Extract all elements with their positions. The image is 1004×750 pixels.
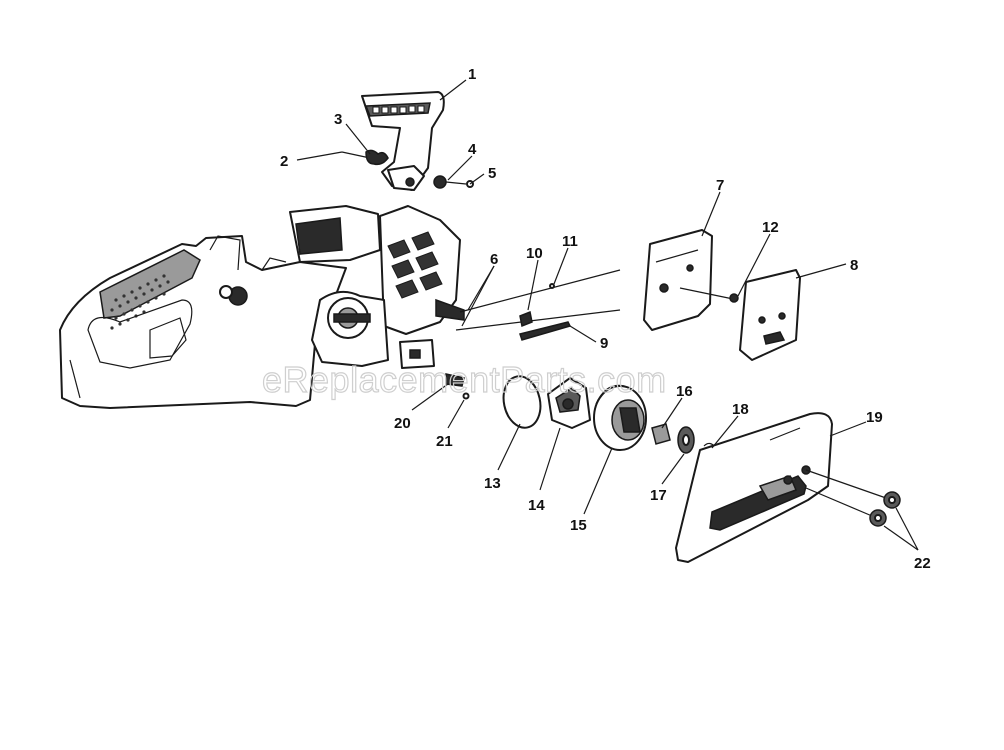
sprocket-drum bbox=[593, 384, 647, 451]
clutch-cover bbox=[675, 412, 833, 563]
guard-screw bbox=[433, 175, 474, 189]
callout-2: 2 bbox=[280, 153, 288, 170]
bar-plate-inner bbox=[643, 229, 713, 331]
callout-7: 7 bbox=[716, 177, 724, 194]
watermark: eReplacementParts.com bbox=[262, 359, 667, 400]
callout-12: 12 bbox=[762, 219, 779, 236]
bar-nuts bbox=[805, 469, 901, 527]
engine-housing bbox=[59, 235, 347, 409]
oiler-fitting bbox=[445, 373, 470, 400]
clutch bbox=[547, 377, 591, 429]
callout-9: 9 bbox=[600, 335, 608, 352]
leader-lines bbox=[296, 79, 919, 551]
callout-6: 6 bbox=[490, 251, 498, 268]
callout-10: 10 bbox=[526, 245, 543, 262]
drum-washer bbox=[677, 426, 695, 454]
callout-16: 16 bbox=[676, 383, 693, 400]
callout-14: 14 bbox=[528, 497, 545, 514]
bar-studs bbox=[455, 269, 621, 331]
chain-adjuster bbox=[519, 283, 572, 341]
callout-4: 4 bbox=[468, 141, 477, 158]
callout-22: 22 bbox=[914, 555, 931, 572]
callout-3: 3 bbox=[334, 111, 342, 128]
callout-13: 13 bbox=[484, 475, 501, 492]
callout-8: 8 bbox=[850, 257, 858, 274]
hand-guard bbox=[361, 91, 445, 191]
callout-18: 18 bbox=[732, 401, 749, 418]
clutch-washer bbox=[502, 375, 542, 429]
callout-21: 21 bbox=[436, 433, 453, 450]
callout-5: 5 bbox=[488, 165, 496, 182]
bar-plate-outer bbox=[739, 269, 801, 361]
callout-11: 11 bbox=[562, 233, 578, 250]
callout-20: 20 bbox=[394, 415, 411, 432]
bar-plate-pin bbox=[679, 287, 739, 303]
callout-1: 1 bbox=[468, 66, 476, 83]
callout-15: 15 bbox=[570, 517, 587, 534]
needle-bearing bbox=[651, 423, 671, 445]
callout-17: 17 bbox=[650, 487, 667, 504]
callout-19: 19 bbox=[866, 409, 883, 426]
crankcase bbox=[289, 205, 465, 369]
guard-spring bbox=[341, 149, 389, 166]
callout-labels: 1 2 3 4 5 6 7 8 9 10 11 12 13 14 15 16 1… bbox=[280, 66, 931, 572]
